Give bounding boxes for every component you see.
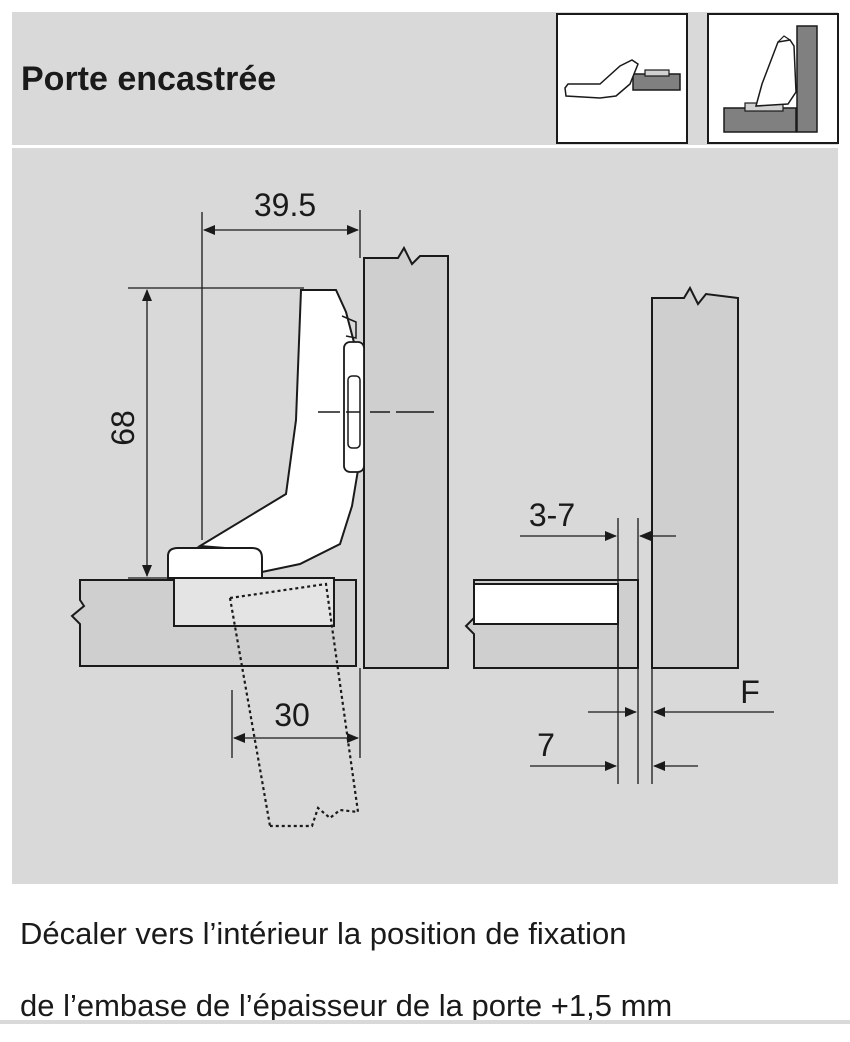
caption-line-1: Décaler vers l’intérieur la position de … [20, 916, 627, 951]
dimension-drill-width: 30 [231, 668, 361, 758]
dim-label-f: F [740, 674, 760, 710]
door-open-position-outline [228, 582, 360, 828]
dimension-width-top: 39.5 [201, 187, 361, 540]
hinge-cup-recess [173, 577, 335, 627]
icon-thumbnails [556, 13, 839, 144]
footer-band [0, 1020, 850, 1024]
dim-label-68: 68 [105, 410, 141, 446]
mounting-plate-icon [556, 13, 688, 144]
left-cabinet-side-board [363, 245, 449, 669]
dimension-gap-range: 3-7 [520, 497, 676, 541]
dimension-thickness: 7 [530, 727, 698, 771]
hinge-cup [167, 547, 263, 579]
instruction-caption: Décaler vers l’intérieur la position de … [20, 898, 672, 1042]
dimension-height-left: 68 [105, 287, 304, 579]
right-door-board [464, 579, 639, 669]
header-panel [12, 12, 838, 145]
dimension-offset-f: F [588, 674, 774, 717]
page-title: Porte encastrée [21, 60, 277, 98]
right-dimension-guides [617, 518, 653, 784]
dim-label-39-5: 39.5 [254, 187, 316, 223]
dim-label-3-7: 3-7 [529, 497, 575, 533]
dim-label-7: 7 [537, 727, 555, 763]
concealed-hinge-icon [707, 13, 839, 144]
hinge-arm [196, 289, 434, 574]
caption-line-2: de l’embase de l’épaisseur de la porte +… [20, 988, 673, 1023]
right-cabinet-side-board [651, 285, 739, 669]
dim-label-30: 30 [274, 697, 310, 733]
